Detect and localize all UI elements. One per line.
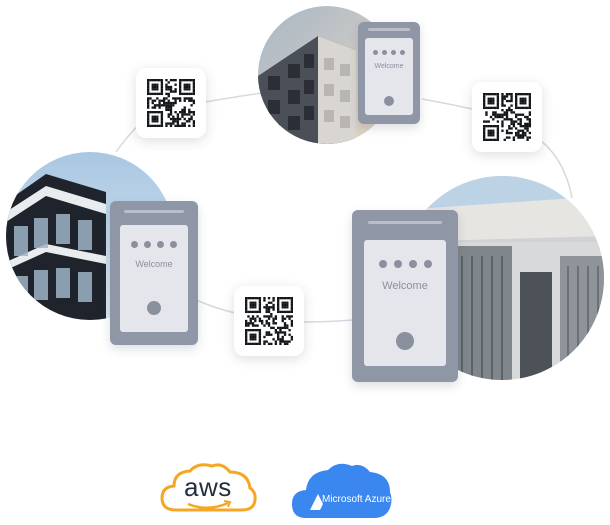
intercom-device-left: Welcome xyxy=(110,201,198,345)
aws-logo-text: aws xyxy=(184,472,232,502)
intercom-device-right: Welcome xyxy=(352,210,458,382)
device-welcome-text: Welcome xyxy=(382,280,428,292)
device-welcome-text: Welcome xyxy=(135,259,173,269)
azure-logo-text: Microsoft Azure xyxy=(322,494,391,505)
qr-card-bottom xyxy=(234,286,304,356)
intercom-device-top: Welcome xyxy=(358,22,420,124)
aws-logo: aws xyxy=(158,460,258,520)
device-welcome-text: Welcome xyxy=(374,63,404,70)
aws-cloud-logo xyxy=(160,463,257,512)
device-call-button[interactable] xyxy=(396,332,414,350)
device-speaker-slot xyxy=(368,28,410,31)
qr-code-icon xyxy=(147,79,195,127)
device-speaker-slot xyxy=(124,210,184,213)
qr-code-icon xyxy=(483,93,531,141)
qr-card-top-right xyxy=(472,82,542,152)
device-call-button[interactable] xyxy=(384,96,394,106)
device-call-button[interactable] xyxy=(147,301,161,315)
qr-card-top-left xyxy=(136,68,206,138)
device-speaker-slot xyxy=(368,221,442,224)
qr-code-icon xyxy=(245,297,293,345)
azure-cloud-logo xyxy=(292,463,392,518)
device-screen: Welcome xyxy=(365,38,413,115)
azure-logo: Microsoft Azure xyxy=(290,460,394,522)
device-screen: Welcome xyxy=(120,225,188,332)
device-screen: Welcome xyxy=(364,240,446,366)
